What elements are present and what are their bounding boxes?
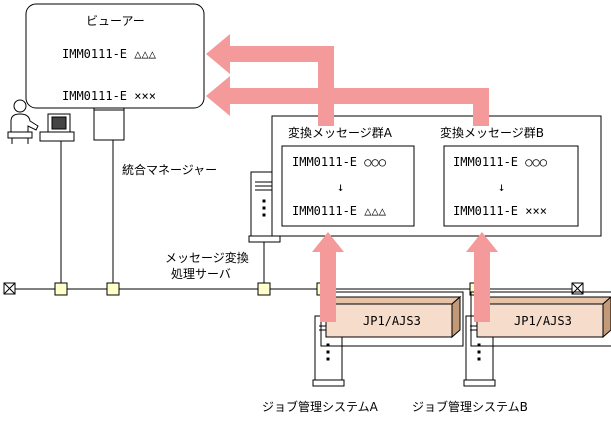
viewer-message: IMM0111-E ×××	[62, 89, 156, 103]
conversion-server-label: 処理サーバ	[171, 267, 231, 281]
conversion-server-label: メッセージ変換	[165, 251, 249, 265]
viewer-window	[25, 3, 205, 109]
conversion-group-a-arrow: ↓	[337, 180, 345, 194]
conversion-group-a-from: IMM0111-E ○○○	[292, 155, 386, 169]
jp1-ajs3-label-b: JP1/AJS3	[514, 314, 572, 328]
jp1-ajs3-box-b	[475, 296, 611, 339]
conversion-group-a-title: 変換メッセージ群A	[288, 126, 392, 140]
integrated-manager-label: 統合マネージャー	[122, 163, 218, 177]
conversion-group-b-title: 変換メッセージ群B	[440, 126, 544, 140]
computer-icon	[39, 113, 75, 142]
message-flow-arrow-b-to-viewer	[206, 76, 489, 126]
user-icon	[7, 99, 39, 144]
viewer-message: IMM0111-E △△△	[62, 47, 156, 61]
message-flow-arrow-a-up	[312, 232, 344, 322]
viewer-title: ビューアー	[86, 14, 145, 28]
conversion-group-b-to: IMM0111-E ×××	[453, 204, 547, 218]
job-system-b-label: ジョブ管理システムB	[412, 400, 528, 414]
conversion-group-b-from: IMM0111-E ○○○	[453, 155, 547, 169]
network-node	[54, 282, 68, 296]
conversion-group-a-to: IMM0111-E △△△	[292, 204, 386, 218]
jp1-ajs3-label-a: JP1/AJS3	[363, 314, 421, 328]
conversion-group-b-box	[443, 145, 579, 227]
network-node	[257, 282, 271, 296]
conversion-group-b-arrow: ↓	[498, 180, 506, 194]
message-flow-arrow-b-up	[466, 232, 498, 322]
message-flow-arrow-a-to-viewer	[206, 34, 334, 126]
network-node	[106, 282, 120, 296]
conversion-group-a-box	[281, 145, 415, 227]
jp1-ajs3-box-a	[324, 295, 462, 339]
job-system-a-label: ジョブ管理システムA	[262, 400, 378, 414]
job-system-b-frame	[470, 291, 611, 347]
